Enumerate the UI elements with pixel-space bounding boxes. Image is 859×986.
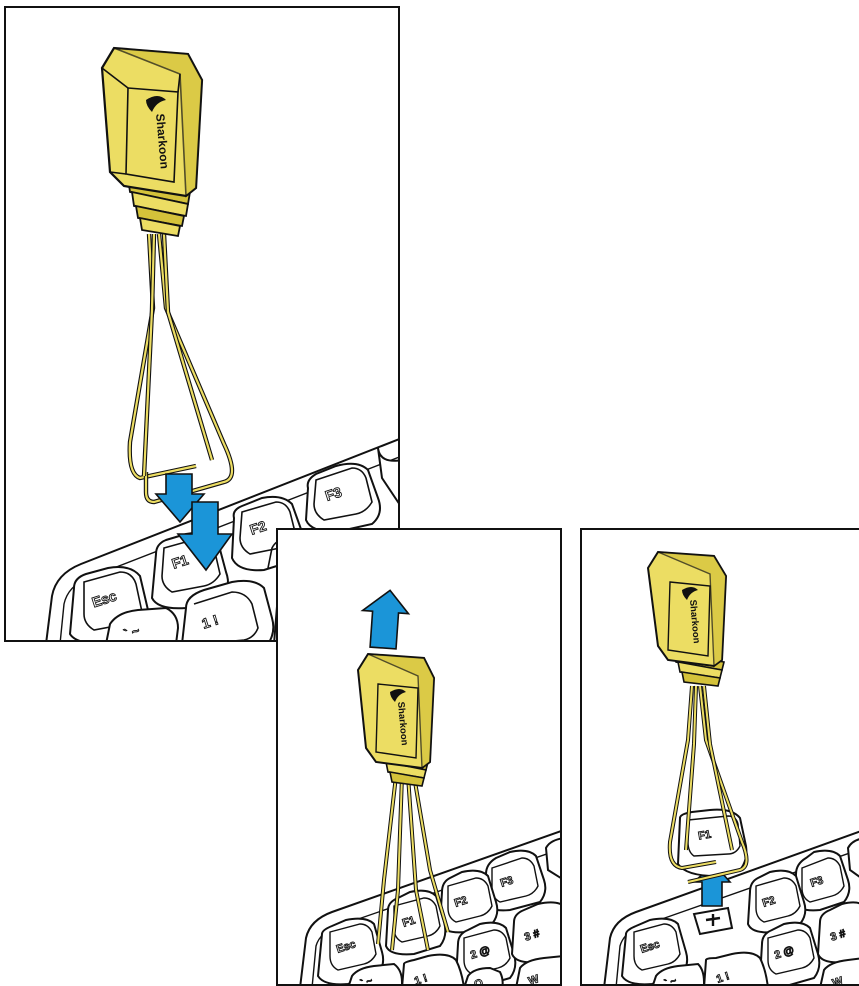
- key-label-f1: F1: [697, 829, 712, 843]
- keycap-puller-body: Sharkoon: [648, 552, 726, 686]
- keycap-puller-wires: [130, 234, 232, 502]
- keycap-3: 3 #: [512, 902, 562, 962]
- arrow-up-icon: [360, 589, 410, 650]
- step-2-lift-panel: F3 F2 F1 Esc 2 @ 3 #: [276, 528, 562, 986]
- keycap-1: 1 !: [704, 953, 768, 986]
- keycap-2: 2 @: [760, 923, 819, 986]
- keycap-puller-body: Sharkoon: [102, 48, 202, 236]
- keycap-puller-body: Sharkoon: [358, 654, 434, 786]
- keycap-f3: F3: [306, 464, 380, 532]
- step-3-illustration: F3 F2 Esc 2 @ 3 #: [582, 530, 859, 986]
- step-3-removed-panel: F3 F2 Esc 2 @ 3 #: [580, 528, 859, 986]
- step-2-illustration: F3 F2 F1 Esc 2 @ 3 #: [278, 530, 562, 986]
